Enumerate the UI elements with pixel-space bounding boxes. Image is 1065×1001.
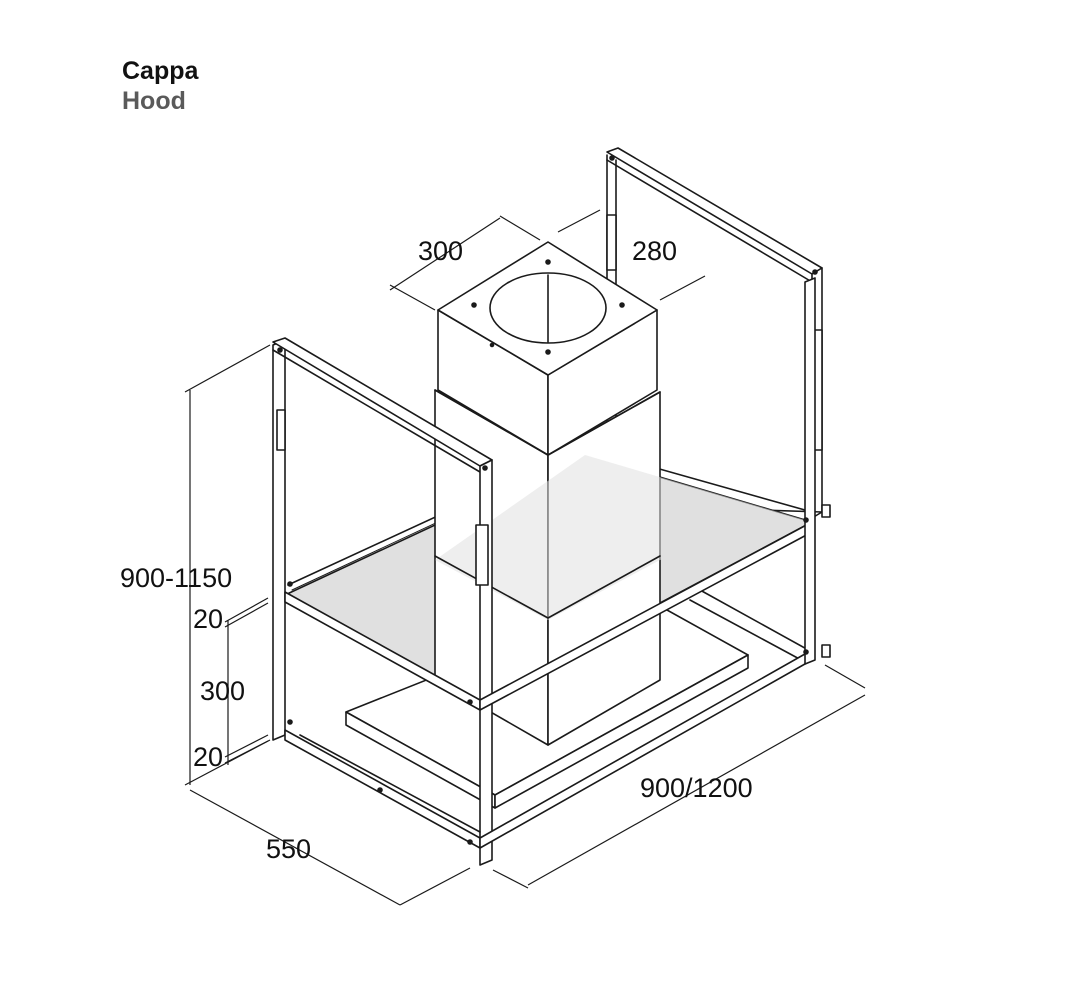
title-block: Cappa Hood bbox=[122, 56, 198, 116]
dim-frame-gap: 300 bbox=[200, 676, 245, 706]
product-name-translation: Hood bbox=[122, 87, 186, 115]
dim-chimney-width: 300 bbox=[418, 236, 463, 266]
dim-frame-bottom-bar: 20 bbox=[193, 742, 223, 772]
dim-depth: 550 bbox=[266, 834, 311, 864]
dimension-labels: 300 280 900-1150 20 300 20 550 900/1200 bbox=[120, 236, 753, 864]
dim-width: 900/1200 bbox=[640, 773, 753, 803]
dim-total-height: 900-1150 bbox=[120, 563, 232, 593]
front-frame bbox=[272, 155, 818, 866]
dimension-lines bbox=[184, 209, 866, 906]
dim-frame-top-bar: 20 bbox=[193, 604, 223, 634]
dim-chimney-depth: 280 bbox=[632, 236, 677, 266]
product-name: Cappa bbox=[122, 57, 199, 85]
